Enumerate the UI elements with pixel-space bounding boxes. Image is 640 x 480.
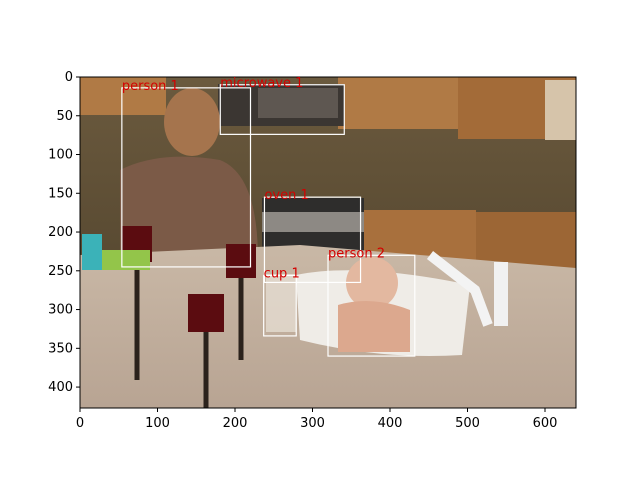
detection-label: cup 1 [264, 266, 300, 281]
detection-label: person 1 [122, 79, 179, 94]
y-tick-label: 300 [48, 303, 73, 318]
photo [80, 77, 576, 408]
x-axis-ticks: 0 100 200 300 400 500 600 [76, 408, 558, 431]
x-tick-label: 0 [76, 416, 84, 431]
detection-box [121, 87, 252, 268]
y-tick-label: 0 [65, 70, 73, 85]
x-tick-label: 100 [145, 416, 170, 431]
x-tick-label: 200 [223, 416, 248, 431]
detection-label: person 2 [328, 246, 385, 261]
detection-box [219, 84, 345, 135]
y-tick-label: 100 [48, 148, 73, 163]
y-tick-label: 50 [56, 109, 73, 124]
y-tick-label: 350 [48, 341, 73, 356]
x-tick-label: 500 [455, 416, 480, 431]
y-tick-label: 400 [48, 380, 73, 395]
detection-box [327, 254, 416, 357]
y-tick-label: 250 [48, 264, 73, 279]
detection-box [263, 196, 362, 284]
detection-label: oven 1 [264, 188, 308, 203]
x-tick-label: 400 [378, 416, 403, 431]
detection-box [263, 274, 297, 337]
axes-frame [79, 76, 577, 409]
detection-boxes: person 1 microwave 1 oven 1 person 2 cup 1 [121, 76, 416, 357]
x-tick-label: 600 [533, 416, 558, 431]
y-tick-label: 150 [48, 186, 73, 201]
detection-label: microwave 1 [220, 76, 303, 91]
y-axis-ticks: 0 50 100 150 200 250 300 350 400 [48, 70, 80, 395]
x-tick-label: 300 [300, 416, 325, 431]
y-tick-label: 200 [48, 225, 73, 240]
